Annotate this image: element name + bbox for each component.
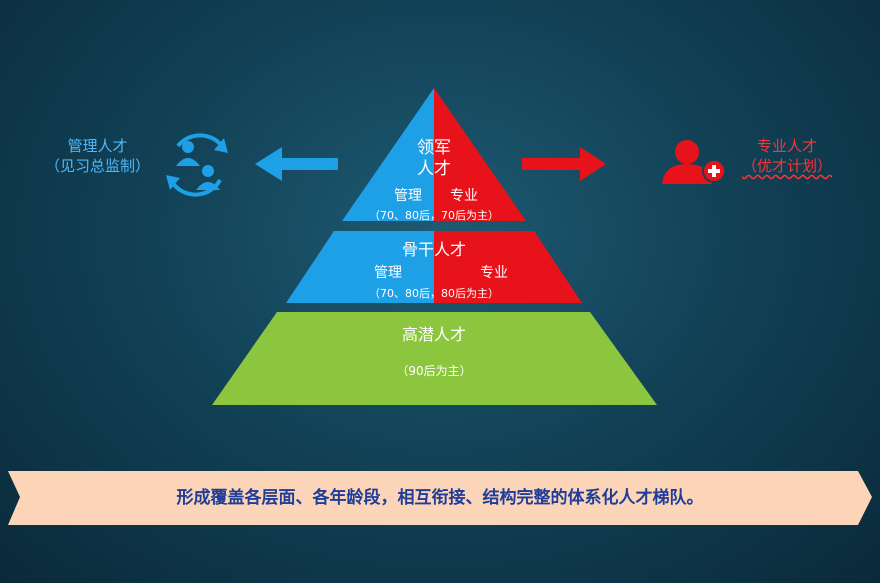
add-person-icon	[662, 140, 726, 184]
top-tier-note: （70、80后，70后为主）	[369, 209, 499, 222]
top-tier-management-label: 管理	[394, 188, 422, 204]
people-rotate-icon	[166, 133, 228, 197]
top-tier-title-line2: 人才	[417, 159, 451, 179]
management-talent-label: 管理人才 （见习总监制）	[20, 136, 175, 176]
middle-tier-professional-label: 专业	[480, 265, 508, 281]
middle-tier-management-label: 管理	[374, 265, 402, 281]
professional-talent-title: 专业人才	[756, 137, 817, 155]
bottom-tier-title: 高潜人才	[401, 325, 466, 344]
middle-tier-note: （70、80后，80后为主）	[369, 287, 499, 300]
bottom-tier	[212, 312, 657, 405]
middle-tier-right	[434, 231, 582, 303]
top-tier-professional-label: 专业	[450, 188, 478, 204]
banner-text: 形成覆盖各层面、各年龄段，相互衔接、结构完整的体系化人才梯队。	[176, 488, 704, 508]
top-tier-left	[342, 88, 434, 221]
middle-tier-title: 骨干人才	[401, 240, 466, 259]
right-arrow	[522, 147, 606, 181]
banner-arrow	[8, 471, 872, 525]
top-tier-right	[434, 88, 526, 221]
professional-talent-label: 专业人才 （优才计划）	[722, 136, 852, 176]
left-arrow	[255, 147, 338, 181]
top-tier-title-line1: 领军	[417, 138, 451, 158]
middle-tier-left	[286, 231, 434, 303]
professional-talent-subtitle: （优才计划）	[741, 157, 832, 175]
bottom-tier-note: （90后为主）	[396, 364, 472, 378]
management-talent-subtitle: （见习总监制）	[44, 157, 150, 175]
management-talent-title: 管理人才	[67, 137, 128, 155]
